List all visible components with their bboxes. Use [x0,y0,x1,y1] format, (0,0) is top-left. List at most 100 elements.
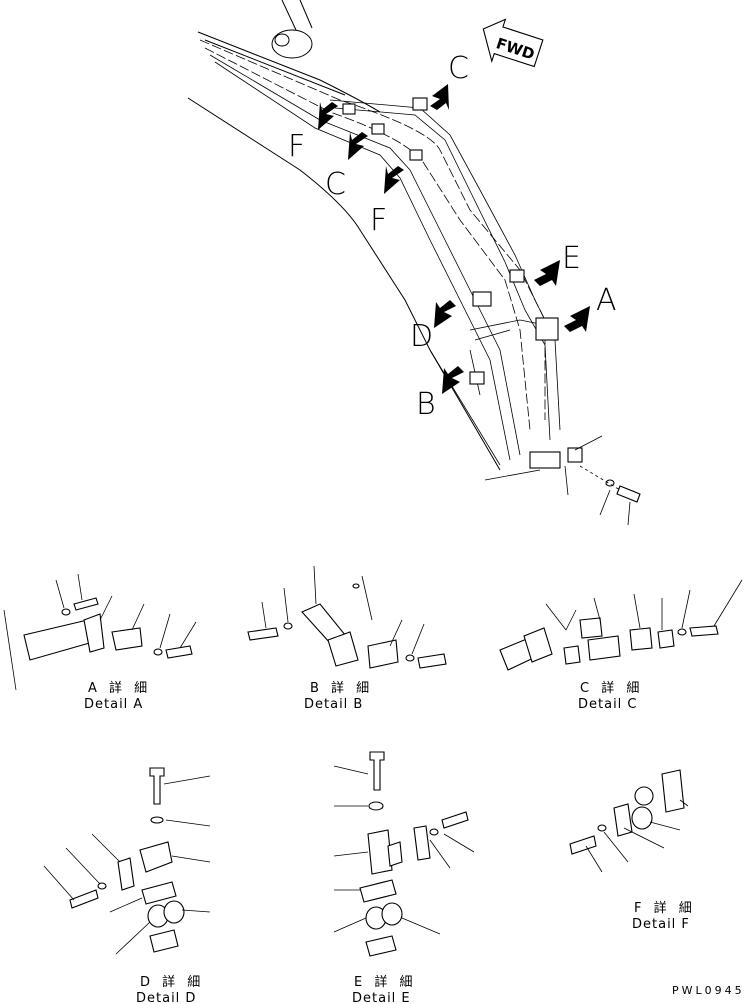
washer-2 [97,882,107,890]
leader [333,765,369,775]
leader [623,827,665,849]
leader [283,587,289,623]
clamp-plate-2 [141,881,177,905]
leader [443,833,475,853]
cylinder-rod [281,0,297,31]
clamp-b [469,371,485,385]
drawing-code: PWL0945 [672,984,744,997]
clamp-half [563,645,581,665]
clamp-block [83,613,105,653]
washer [150,816,164,824]
bolt-2 [69,889,99,909]
leader [333,917,367,933]
detail-f-title-en: Detail F [632,917,690,932]
clamp-block [139,841,173,873]
arrow-b-left [442,366,464,394]
bolt [247,627,279,641]
boom-outline [187,97,501,471]
hose-line-1 [199,39,546,420]
bushing-2 [634,786,654,806]
arrow-d-left [434,300,456,328]
leader [159,613,171,649]
leader [55,579,65,609]
leader-d [429,349,501,466]
leader [679,799,689,807]
bottom-bracket [567,447,583,463]
bushing-2 [163,900,185,924]
bolt-head [616,485,641,503]
clamp-block [327,631,359,667]
callout-f-left: F [288,129,305,164]
clamp-d [472,291,492,307]
detail-d: D 詳 細 Detail D [43,767,211,1004]
bushing [631,806,653,830]
detail-a-title-en: Detail A [84,697,143,712]
bolt-2 [441,811,469,829]
bolt-2 [165,645,193,659]
leader [65,847,101,885]
hose-line-3 [209,54,521,456]
arrow-a-right [564,306,590,332]
washer [605,479,615,487]
leader [603,831,629,863]
callout-f-mid: F [370,203,387,238]
callout-b-left: B [416,387,436,422]
bolt-axis [579,465,621,491]
arrow-e-right [534,260,560,286]
leader [109,897,143,913]
leader [165,819,211,827]
leader [91,833,121,863]
detail-a: A 詳 細 Detail A [3,573,197,712]
leader [593,597,601,621]
clip [365,935,397,957]
boom-top-edge [204,39,346,96]
cylinder-pin [274,33,290,47]
leader [585,845,603,873]
clamp-plate-2 [359,879,397,903]
leader [565,609,577,631]
bushing-2 [381,902,403,926]
leader [261,601,267,629]
clamp-block-side [523,627,553,663]
clamp-plate [117,857,135,891]
plate-edge [3,609,17,691]
leader [171,855,211,863]
bolt [369,751,385,791]
clamp-block-2 [629,627,653,651]
clip [149,929,179,953]
leader [131,603,145,631]
bolt [689,625,719,637]
washer [677,628,687,636]
washer-2 [429,828,439,836]
hose-line-4 [214,61,511,461]
callout-c-left: C [325,167,346,202]
bolt [569,835,597,855]
detail-b-title-jp: B 詳 細 [310,680,373,696]
detail-d-title-en: Detail D [136,991,196,1004]
leader-bracket [574,435,603,451]
callout-e-right: E [562,241,581,276]
leader [649,821,681,831]
bolt [149,767,165,805]
cylinder-rod-2 [299,0,313,29]
plate-2 [657,629,675,649]
boom-cylinder-end [271,29,313,59]
leader [115,921,151,955]
leader [545,603,567,631]
detail-b-title-en: Detail B [304,697,363,712]
leader-washer [599,489,611,516]
nut [352,583,360,589]
leader [713,579,743,627]
bolt [73,597,99,611]
leader-bottom [484,469,541,481]
clamp-e [509,269,525,283]
boom-outer-edge [197,31,381,113]
detail-b: B 詳 細 Detail B [247,565,447,712]
clamp-c1 [371,123,385,135]
arrow-f-mid [384,166,404,194]
main-boom-view: FWD C F C F E A D B [187,0,641,526]
detail-e-title-jp: E 詳 細 [354,974,416,990]
detail-c: C 詳 細 Detail C [499,579,743,712]
leader-bolt [564,465,569,496]
